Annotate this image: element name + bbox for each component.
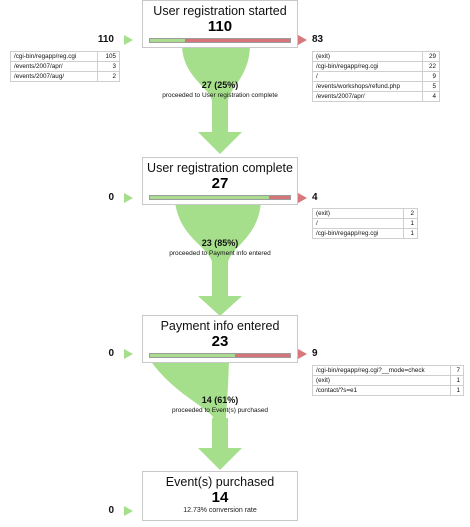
source-path: /events/2007/aug/ — [10, 71, 98, 82]
destination-count: 1 — [403, 228, 418, 239]
entrance-arrow-icon — [124, 349, 133, 359]
funnel-step-box: Event(s) purchased 14 12.73% conversion … — [142, 471, 298, 521]
proceed-value: 23 (85%) — [201, 238, 239, 248]
destination-path: (exit) — [311, 375, 452, 386]
proceed-label: 14 (61%) proceeded to Event(s) purchased — [135, 395, 305, 415]
funnel-arrow-head-1 — [198, 132, 242, 154]
exit-count: 9 — [312, 348, 318, 359]
destination-path: /events/workshops/refund.php — [311, 81, 424, 92]
table-row[interactable]: (exit)29 — [311, 51, 440, 62]
proceed-label: 27 (25%) proceeded to User registration … — [135, 80, 305, 100]
step-title: User registration complete — [147, 161, 293, 175]
funnel-step-box: User registration started 110 — [142, 0, 298, 48]
step-progress-bar — [149, 38, 291, 43]
proceed-label: 23 (85%) proceeded to Payment info enter… — [135, 238, 305, 258]
funnel-stem-1 — [212, 100, 228, 134]
destination-path: /cgi-bin/regapp/reg.cgi?__mode=check — [311, 365, 452, 376]
step-title: Payment info entered — [160, 319, 280, 333]
step-count: 27 — [211, 175, 229, 192]
funnel-arrow-head-2 — [198, 296, 242, 316]
destination-path: / — [311, 218, 405, 229]
funnel-stem-2 — [212, 260, 228, 298]
destination-path: /contact/?s=e1 — [311, 385, 452, 396]
destination-path: /cgi-bin/regapp/reg.cgi — [311, 228, 405, 239]
exit-arrow-icon — [298, 35, 307, 45]
table-row[interactable]: /events/2007/apr/4 — [311, 91, 440, 102]
table-row[interactable]: /events/2007/aug/2 — [10, 71, 120, 82]
destination-path: (exit) — [311, 51, 424, 62]
funnel-step-box: User registration complete 27 — [142, 157, 298, 205]
conversion-rate: 12.73% conversion rate — [183, 507, 257, 514]
entrance-count: 110 — [97, 34, 114, 45]
entrance-arrow-icon — [124, 193, 133, 203]
exit-count: 83 — [312, 34, 324, 45]
step-title: User registration started — [153, 4, 287, 18]
step-progress-fill — [150, 196, 269, 199]
destination-count: 22 — [422, 61, 440, 72]
entrance-arrow-icon — [124, 506, 133, 516]
entrance-count: 0 — [108, 505, 114, 516]
destination-path: (exit) — [311, 208, 405, 219]
exit-count: 4 — [312, 192, 318, 203]
step-progress-fill — [150, 354, 236, 357]
destination-count: 29 — [422, 51, 440, 62]
source-path: /cgi-bin/regapp/reg.cgi — [10, 51, 98, 62]
funnel-shape-3 — [150, 360, 229, 420]
entrance-arrow-icon — [124, 35, 133, 45]
destination-count: 5 — [422, 81, 440, 92]
proceed-value: 14 (61%) — [201, 395, 239, 405]
destination-count: 9 — [422, 71, 440, 82]
destination-path: /events/2007/apr/ — [311, 91, 424, 102]
destination-count: 1 — [403, 218, 418, 229]
proceed-text: proceeded to Payment info entered — [169, 250, 271, 257]
source-count: 3 — [97, 61, 120, 72]
step-progress-bar — [149, 353, 291, 358]
funnel-shape-1 — [182, 44, 250, 102]
entrance-count: 0 — [108, 348, 114, 359]
table-row[interactable]: (exit)2 — [311, 208, 418, 219]
funnel-arrow-head-3 — [198, 448, 242, 470]
proceed-text: proceeded to Event(s) purchased — [171, 407, 269, 414]
source-path: /events/2007/apr/ — [10, 61, 98, 72]
table-row[interactable]: /9 — [311, 71, 440, 82]
table-row[interactable]: /events/2007/apr/3 — [10, 61, 120, 72]
destination-count: 4 — [422, 91, 440, 102]
destination-count: 7 — [450, 365, 464, 376]
table-row[interactable]: (exit)1 — [311, 375, 464, 386]
source-count: 105 — [97, 51, 120, 62]
destination-count: 1 — [450, 375, 464, 386]
step-progress-fill — [150, 39, 185, 42]
source-count: 2 — [97, 71, 120, 82]
exit-arrow-icon — [298, 349, 307, 359]
proceed-text: proceeded to User registration complete — [162, 92, 278, 99]
step-count: 23 — [211, 333, 229, 350]
funnel-shape-2 — [175, 202, 261, 262]
funnel-stem-3 — [212, 418, 228, 450]
funnel-step-box: Payment info entered 23 — [142, 315, 298, 363]
destination-path: /cgi-bin/regapp/reg.cgi — [311, 61, 424, 72]
destination-count: 2 — [403, 208, 418, 219]
destination-path: / — [311, 71, 424, 82]
exit-arrow-icon — [298, 193, 307, 203]
step-title: Event(s) purchased — [165, 475, 275, 489]
table-row[interactable]: /1 — [311, 218, 418, 229]
entrance-count: 0 — [108, 192, 114, 203]
proceed-value: 27 (25%) — [201, 80, 239, 90]
step-count: 110 — [207, 18, 233, 35]
step-progress-bar — [149, 195, 291, 200]
step-count: 14 — [211, 489, 229, 506]
destination-count: 1 — [450, 385, 464, 396]
